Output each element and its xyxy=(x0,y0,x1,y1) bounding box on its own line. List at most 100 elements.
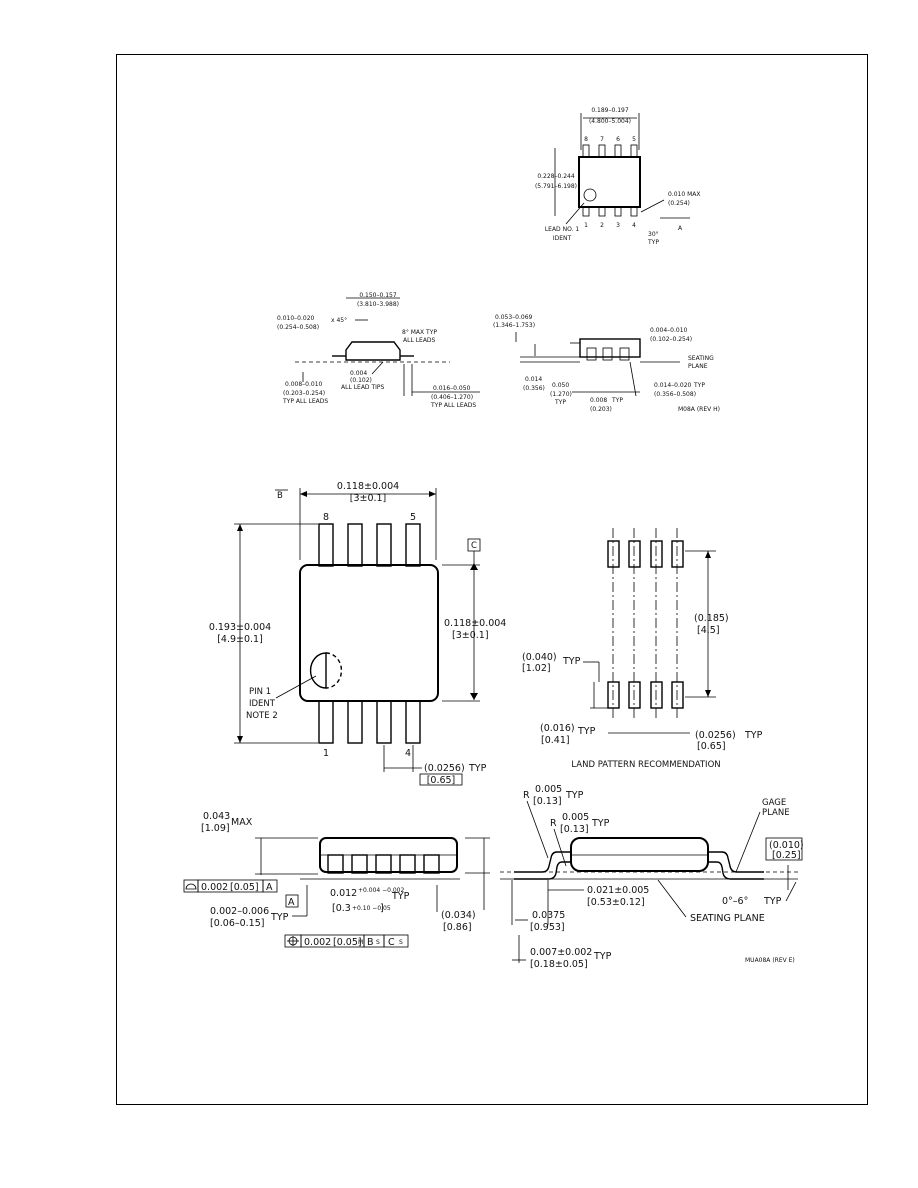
msop-top-view: B 0.118±0.004 [3±0.1] 8 5 1 4 C xyxy=(209,481,507,786)
soic-lead-length-mm: (0.406–1.270) xyxy=(431,394,473,401)
soic-lead-tip-label: ALL LEAD TIPS xyxy=(341,384,385,391)
soic-lead1-label: LEAD NO. 1 xyxy=(545,226,580,233)
soic-standoff-mm: (0.102–0.254) xyxy=(650,336,692,343)
soic-datum-a: A xyxy=(678,225,683,232)
land-span-mm: [4.5] xyxy=(697,625,720,636)
land-pitch-mm: [0.65] xyxy=(697,741,726,752)
msop-lead-body xyxy=(570,837,709,872)
soic-p014-in: 0.014 xyxy=(525,376,542,383)
soic-angle8: 8° MAX TYP xyxy=(402,329,437,336)
land-pad-mm: [1.02] xyxy=(522,663,551,674)
soic-pin-8: 8 xyxy=(584,136,588,143)
msop-pin-1: 1 xyxy=(323,748,329,759)
lead-thk-in: 0.007±0.002 xyxy=(530,947,592,958)
msop-pin-5: 5 xyxy=(410,512,416,523)
land-pitch-typ: TYP xyxy=(744,730,763,741)
soic-lead-width-label: TYP ALL LEADS xyxy=(282,398,328,405)
soic-side-view: 0.053–0.069 (1.346–1.753) 0.004–0.010 (0… xyxy=(493,314,720,413)
r1-mm: [0.13] xyxy=(533,796,562,807)
msop-maxh-max: MAX xyxy=(231,817,253,828)
msop-side-height-in: (0.034) xyxy=(441,910,476,921)
soic-p008-in: 0.008 xyxy=(590,397,607,404)
msop-body xyxy=(299,564,439,702)
msop-width-in: 0.118±0.004 xyxy=(337,481,399,492)
msop-lead-width-mm-tol: +0.10 −0.05 xyxy=(352,905,391,912)
msop-datum-c: C xyxy=(471,541,477,551)
soic-pitch-mm: (1.270) xyxy=(550,391,572,398)
soic-lead-tip-mm: (0.102) xyxy=(350,377,372,384)
fcf2-s1: S xyxy=(376,939,380,946)
soic-width-mm: (5.791–6.198) xyxy=(535,183,577,190)
soic-side-width-mm: (3.810–3.988) xyxy=(357,301,399,308)
soic-p008-typ: TYP xyxy=(611,397,623,404)
soic-chamfer-mm: (0.254–0.508) xyxy=(277,324,319,331)
soic-height-in: 0.053–0.069 xyxy=(495,314,533,321)
land-pw-in: (0.016) xyxy=(540,723,575,734)
soic-width-in: 0.228–0.244 xyxy=(537,173,575,180)
msop-front-view: 0.043 MAX [1.09] 0.002 [0.05] A A 0.002–… xyxy=(183,811,490,948)
msop-lead-width-in: 0.012 xyxy=(330,888,357,899)
foot-length-in: 0.021±0.005 xyxy=(587,885,649,896)
msop-drawing-code: MUA08A (REV E) xyxy=(745,957,795,964)
msop-standoff-typ: TYP xyxy=(270,912,289,923)
msop-body-mm: [3±0.1] xyxy=(452,630,489,641)
soic-seating-plane: PLANE xyxy=(688,363,708,370)
msop-angle-typ: TYP xyxy=(763,896,782,907)
soic-pin-6: 6 xyxy=(616,136,620,143)
msop-lead-detail: R 0.005 [0.13] TYP R 0.005 [0.13] TYP GA… xyxy=(500,784,804,970)
soic-pin-5: 5 xyxy=(632,136,636,143)
land-span-in: (0.185) xyxy=(694,613,729,624)
msop-pin1-label: PIN 1 xyxy=(249,687,271,697)
soic-ident-label: IDENT xyxy=(553,235,572,242)
lead-len-mm: [0.953] xyxy=(530,922,565,933)
gage-height-mm: [0.25] xyxy=(772,850,801,861)
soic-pitch-in: 0.050 xyxy=(552,382,569,389)
soic-angle8-leads: ALL LEADS xyxy=(403,337,436,344)
fcf2-datum-b: B xyxy=(367,937,374,948)
page-frame xyxy=(116,54,868,1105)
msop-width-mm: [3±0.1] xyxy=(350,493,387,504)
soic-lead-width-mm: (0.203–0.254) xyxy=(283,390,325,397)
land-pw-typ: TYP xyxy=(577,726,596,737)
soic-max-in: 0.010 MAX xyxy=(668,191,700,198)
msop-datum-b: B xyxy=(277,491,283,501)
msop-ident-label: IDENT xyxy=(249,699,276,709)
soic-top-view: 0.189–0.197 (4.800–5.004) 8 7 6 5 1 2 3 … xyxy=(535,107,701,246)
msop-lead-width-mm-end: ] xyxy=(380,903,384,914)
r2-typ: TYP xyxy=(591,818,610,829)
land-pattern-title: LAND PATTERN RECOMMENDATION xyxy=(571,760,720,770)
soic-pin-7: 7 xyxy=(600,136,604,143)
msop-land-pattern: (0.185) [4.5] (0.040) TYP [1.02] (0.016)… xyxy=(522,528,763,770)
gage-plane-label: PLANE xyxy=(762,808,790,818)
gage-label: GAGE xyxy=(762,798,786,808)
msop-pin-4: 4 xyxy=(405,748,411,759)
lead-len-in: 0.0375 xyxy=(532,910,565,921)
soic-pin-4: 4 xyxy=(632,222,636,229)
soic-lead-length-in: 0.016–0.050 xyxy=(433,385,471,392)
soic-p014b-in: 0.014–0.020 xyxy=(654,382,692,389)
lead-thk-typ: TYP xyxy=(593,951,612,962)
soic-length-in: 0.189–0.197 xyxy=(591,107,629,114)
soic-lead-tip-in: 0.004 xyxy=(350,370,367,377)
soic-drawing-code: M08A (REV H) xyxy=(678,406,720,413)
land-pad-typ: TYP xyxy=(562,656,581,667)
lead-thk-mm: [0.18±0.05] xyxy=(530,959,588,970)
soic-length-mm: (4.800–5.004) xyxy=(589,118,631,125)
r2-mm: [0.13] xyxy=(560,824,589,835)
msop-pitch-in: (0.0256) xyxy=(424,763,465,774)
land-pad-in: (0.040) xyxy=(522,652,557,663)
msop-lead-width-mm: [0.3 xyxy=(332,903,351,914)
gage-height-in: (0.010) xyxy=(769,840,804,851)
msop-body-in: 0.118±0.004 xyxy=(444,618,506,629)
soic-end-view: 0.150–0.157 (3.810–3.988) 0.010–0.020 x … xyxy=(277,292,480,409)
soic-p008-mm: (0.203) xyxy=(590,406,612,413)
soic-pin-1: 1 xyxy=(584,222,588,229)
seating-plane-label: SEATING PLANE xyxy=(690,913,765,924)
soic-side-body xyxy=(579,338,641,358)
soic-p014-mm: (0.356) xyxy=(523,385,545,392)
msop-maxh-in: 0.043 xyxy=(203,811,230,822)
msop-height-in: 0.193±0.004 xyxy=(209,622,271,633)
soic-pin1-dot xyxy=(583,188,597,202)
msop-standoff-mm: [0.06–0.15] xyxy=(210,918,264,929)
